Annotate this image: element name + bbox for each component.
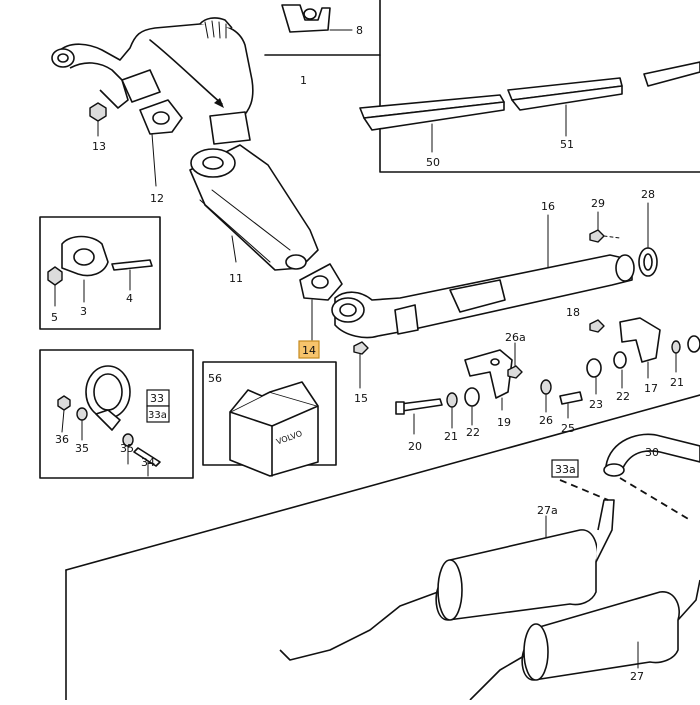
callout-18[interactable]: 18: [566, 306, 580, 319]
callout-4[interactable]: 4: [126, 292, 133, 305]
callout-33a-box[interactable]: 33a: [146, 405, 170, 423]
svg-text:33a: 33a: [555, 463, 576, 476]
washer-part-26[interactable]: [540, 379, 552, 395]
callout-16[interactable]: 16: [541, 200, 555, 213]
callout-27[interactable]: 27: [630, 670, 644, 683]
callout-3[interactable]: 3: [80, 305, 87, 318]
callout-35a[interactable]: 35: [75, 442, 89, 455]
callout-33a-main-box[interactable]: 33a: [551, 459, 579, 478]
gasket-part-14[interactable]: [299, 263, 343, 301]
hanger-bracket-part-19[interactable]: [464, 349, 513, 399]
clamp-kit-inset[interactable]: [57, 365, 161, 467]
bracket-part-50[interactable]: [359, 94, 505, 131]
section-frames: [39, 0, 700, 701]
bushing-part-22[interactable]: [464, 387, 480, 407]
callout-19[interactable]: 19: [497, 416, 511, 429]
callout-26[interactable]: 26: [539, 414, 553, 427]
washer-part-21[interactable]: [446, 392, 458, 408]
bushing-part-23[interactable]: [586, 358, 602, 378]
callout-11[interactable]: 11: [229, 272, 243, 285]
front-pipe-part[interactable]: [51, 17, 254, 145]
callout-20[interactable]: 20: [408, 440, 422, 453]
callout-22b[interactable]: 22: [616, 390, 630, 403]
bushing-part-22c[interactable]: [687, 335, 700, 353]
callout-26a[interactable]: 26a: [505, 331, 526, 344]
clip-part-29[interactable]: [589, 229, 621, 243]
gasket-part-12[interactable]: [139, 99, 183, 135]
bolt-part-20[interactable]: [395, 398, 443, 415]
callout-56[interactable]: 56: [208, 372, 222, 385]
callout-12[interactable]: 12: [150, 192, 164, 205]
svg-text:14: 14: [302, 344, 316, 357]
callout-34[interactable]: 34: [141, 456, 155, 469]
assembly-arrow: [149, 39, 223, 105]
nut-part-15[interactable]: [353, 341, 369, 355]
callout-21a[interactable]: 21: [444, 430, 458, 443]
callout-17[interactable]: 17: [644, 382, 658, 395]
callout-15[interactable]: 15: [354, 392, 368, 405]
callout-28[interactable]: 28: [641, 188, 655, 201]
bushing-part-22b[interactable]: [613, 351, 627, 369]
bolt-part-25[interactable]: [559, 391, 583, 405]
callout-labels: 1 3 4 5 8 11 12 13 15 16 17 18 19 20 21 …: [51, 24, 684, 683]
hanger-bracket-part-17[interactable]: [619, 317, 661, 363]
flange-kit-inset[interactable]: [47, 235, 153, 286]
bracket-part-51[interactable]: [507, 77, 623, 111]
svg-text:33a: 33a: [148, 410, 167, 421]
callout-51[interactable]: 51: [560, 138, 574, 151]
callout-8[interactable]: 8: [356, 24, 363, 37]
callout-21b[interactable]: 21: [670, 376, 684, 389]
nut-part-18[interactable]: [589, 319, 605, 333]
callout-13[interactable]: 13: [92, 140, 106, 153]
callout-29[interactable]: 29: [591, 197, 605, 210]
callout-33-box[interactable]: 33: [146, 389, 170, 407]
washer-part-21b[interactable]: [671, 340, 681, 354]
assembly-arrow-head: [214, 98, 224, 108]
callout-1[interactable]: 1: [300, 74, 307, 87]
nut-part-26a[interactable]: [507, 365, 523, 379]
ring-part-28[interactable]: [638, 247, 658, 277]
callout-50[interactable]: 50: [426, 156, 440, 169]
callout-36[interactable]: 36: [55, 433, 69, 446]
callout-23[interactable]: 23: [589, 398, 603, 411]
callout-25[interactable]: 25: [561, 422, 575, 435]
nut-part-13[interactable]: [89, 102, 107, 122]
callout-22a[interactable]: 22: [466, 426, 480, 439]
rear-muffler-part-27[interactable]: [469, 579, 700, 701]
catalytic-converter-part-11[interactable]: [189, 144, 319, 271]
rear-muffler-part-27a[interactable]: [279, 499, 615, 661]
callout-14-highlighted[interactable]: 14: [298, 340, 320, 359]
svg-text:33: 33: [150, 392, 164, 405]
bracket-part-8[interactable]: [281, 4, 331, 33]
package-box-part-56[interactable]: [229, 381, 319, 477]
callout-5[interactable]: 5: [51, 311, 58, 324]
callout-30[interactable]: 30: [645, 446, 659, 459]
tailpipe-part-30[interactable]: [603, 433, 700, 477]
bracket-part-52[interactable]: [643, 61, 700, 87]
intermediate-pipe-part-16[interactable]: [331, 254, 635, 339]
callout-27a[interactable]: 27a: [537, 504, 558, 517]
callout-35b[interactable]: 35: [120, 442, 134, 455]
